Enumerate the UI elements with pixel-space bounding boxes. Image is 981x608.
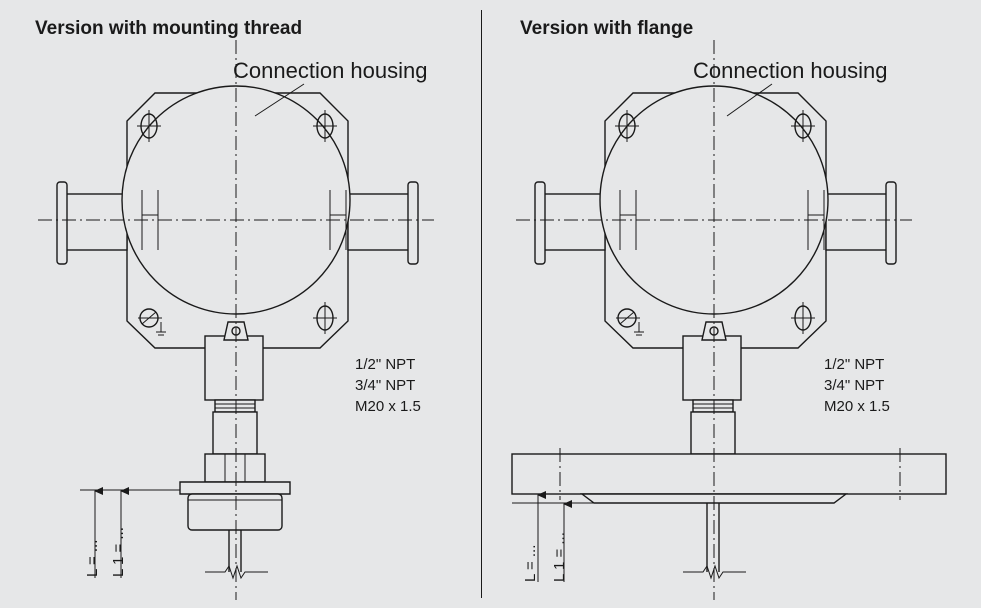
- connection-housing-label: Connection housing: [233, 58, 428, 83]
- cable-gland-left-nut: [534, 181, 546, 265]
- mounting-hole: [615, 110, 639, 142]
- panel-title: Version with mounting thread: [35, 18, 303, 39]
- mounting-hole: [313, 302, 337, 334]
- process-flange: [179, 481, 291, 495]
- mounting-thread: [187, 493, 283, 531]
- ground-screw-icon: [616, 308, 644, 336]
- cable-gland-left-nut: [56, 181, 68, 265]
- mounting-hole: [791, 302, 815, 334]
- mounting-hole: [791, 110, 815, 142]
- adapter-shaft: [212, 411, 258, 455]
- thread-section: [214, 399, 256, 413]
- housing-neck: [204, 335, 264, 401]
- cable-gland-right-nut: [885, 181, 897, 265]
- thread-options: 1/2" NPT 3/4" NPT M20 x 1.5: [824, 354, 890, 417]
- thread-option: 3/4" NPT: [355, 377, 416, 394]
- thread-section: [692, 399, 734, 413]
- mounting-hole: [137, 110, 161, 142]
- mounting-thread-drawing: [38, 40, 434, 600]
- cable-gland-right: [347, 193, 411, 251]
- cable-gland-right: [825, 193, 889, 251]
- housing-neck: [682, 335, 742, 401]
- thread-option: 1/2" NPT: [355, 356, 416, 373]
- flange-plate: [511, 453, 947, 495]
- panel-divider: [481, 10, 482, 598]
- cable-gland-right-nut: [407, 181, 419, 265]
- cable-gland-left: [64, 193, 128, 251]
- thread-option: M20 x 1.5: [355, 398, 421, 415]
- panel-title: Version with flange: [520, 18, 694, 39]
- hex-nut: [204, 453, 266, 483]
- flange-drawing: [511, 40, 947, 600]
- thread-option: 1/2" NPT: [824, 356, 885, 373]
- adapter-shaft: [690, 411, 736, 455]
- cable-gland-left: [542, 193, 606, 251]
- thread-options: 1/2" NPT 3/4" NPT M20 x 1.5: [355, 354, 421, 417]
- connection-housing-label: Connection housing: [693, 58, 888, 83]
- panel-mounting-thread: Version with mounting thread Connection …: [0, 0, 481, 608]
- mounting-hole: [313, 110, 337, 142]
- ground-screw-icon: [138, 308, 166, 336]
- thread-option: M20 x 1.5: [824, 398, 890, 415]
- thread-option: 3/4" NPT: [824, 377, 885, 394]
- panel-flange: Version with flange Connection housing 1…: [482, 0, 981, 608]
